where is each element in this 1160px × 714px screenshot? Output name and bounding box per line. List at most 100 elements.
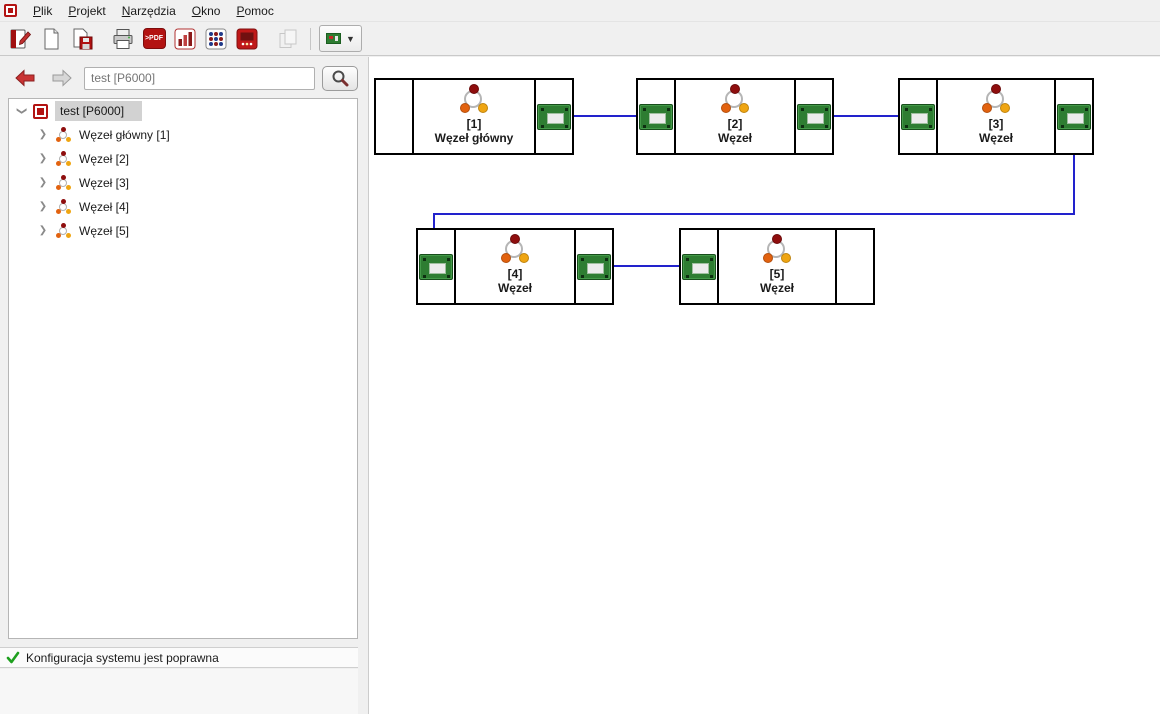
pcb-module-icon [901, 103, 935, 130]
pcb-module-icon [577, 253, 611, 280]
module-icon [326, 33, 341, 44]
menu-projekt[interactable]: Projekt [68, 3, 106, 18]
diagram-node-4[interactable]: [4] Węzeł [416, 228, 614, 305]
node-ring-icon [55, 151, 72, 167]
node-body: [4] Węzeł [456, 230, 574, 303]
diagram-node-2[interactable]: [2] Węzeł [636, 78, 834, 155]
validation-status-text: Konfiguracja systemu jest poprawna [26, 650, 219, 665]
validation-status-bar: Konfiguracja systemu jest poprawna [0, 647, 358, 668]
sidebar: ❯ test [P6000] ❯ Węzeł główny [1] ❯ Węze… [0, 57, 368, 714]
node-name: Węzeł [978, 131, 1013, 145]
node-ring-icon [456, 84, 492, 117]
report-chart-button[interactable] [171, 25, 199, 53]
project-tree: ❯ test [P6000] ❯ Węzeł główny [1] ❯ Węze… [8, 98, 358, 639]
tree-item-node-1[interactable]: ❯ Węzeł główny [1] [9, 123, 357, 147]
tree-item-node-2[interactable]: ❯ Węzeł [2] [9, 147, 357, 171]
node-port-cell-left [681, 230, 719, 303]
node-ring-icon [759, 234, 795, 267]
node-port-cell-left [376, 80, 414, 153]
chevron-collapsed-icon[interactable]: ❯ [38, 129, 48, 140]
menu-bar: Plik Projekt Narzędzia Okno Pomoc [0, 0, 1160, 22]
node-port-cell-left [418, 230, 456, 303]
search-button[interactable] [322, 65, 358, 91]
search-input[interactable] [84, 66, 315, 90]
node-ring-icon [497, 234, 533, 267]
menu-plik[interactable]: Plik [33, 3, 53, 18]
node-body: [2] Węzeł [676, 80, 794, 153]
tree-item-node-3[interactable]: ❯ Węzeł [3] [9, 171, 357, 195]
topology-canvas[interactable]: [1] Węzeł główny [2] Węzeł [3] Węzeł [4]… [368, 57, 1160, 714]
tree-item-label: Węzeł [2] [79, 152, 130, 166]
node-port-cell-right [835, 230, 873, 303]
node-port-cell-left [900, 80, 938, 153]
node-port-cell-right [1054, 80, 1092, 153]
node-port-cell-right [534, 80, 572, 153]
print-button[interactable] [109, 25, 137, 53]
node-body: [5] Węzeł [719, 230, 835, 303]
connection-line-3-4-drop [433, 213, 435, 228]
new-document-icon [44, 28, 59, 49]
back-button[interactable] [10, 65, 40, 91]
toolbar: >PDF [0, 22, 1160, 56]
chevron-collapsed-icon[interactable]: ❯ [38, 153, 48, 164]
diagram-node-1[interactable]: [1] Węzeł główny [374, 78, 574, 155]
tree-item-node-4[interactable]: ❯ Węzeł [4] [9, 195, 357, 219]
search-icon [332, 70, 349, 87]
report-chart-icon [174, 28, 196, 49]
control-panel-button[interactable] [233, 25, 261, 53]
check-icon [6, 651, 20, 663]
node-ring-icon [55, 199, 72, 215]
diagram-node-3[interactable]: [3] Węzeł [898, 78, 1094, 155]
pcb-module-icon [419, 253, 453, 280]
tree-item-label: Węzeł [4] [79, 200, 130, 214]
node-ring-icon [55, 223, 72, 239]
back-arrow-icon [15, 69, 35, 87]
save-project-button[interactable] [68, 25, 96, 53]
menu-narzedzia[interactable]: Narzędzia [121, 3, 176, 18]
chevron-down-icon: ▼ [346, 33, 355, 44]
copy-icon [279, 29, 297, 48]
new-project-button[interactable] [6, 25, 34, 53]
sidebar-bottom-panel [0, 669, 358, 714]
forward-button[interactable] [47, 65, 77, 91]
menu-okno[interactable]: Okno [191, 3, 221, 18]
copy-button[interactable] [274, 25, 302, 53]
toolbar-separator [310, 27, 311, 50]
chevron-collapsed-icon[interactable]: ❯ [38, 177, 48, 188]
diagram-node-5[interactable]: [5] Węzeł [679, 228, 875, 305]
node-name: Węzeł [717, 131, 752, 145]
tree-root-label: test [P6000] [55, 101, 143, 121]
node-name: Węzeł [497, 281, 532, 295]
export-pdf-button[interactable]: >PDF [140, 25, 168, 53]
node-id: [4] [507, 267, 523, 281]
pcb-module-icon [1057, 103, 1091, 130]
led-matrix-button[interactable] [202, 25, 230, 53]
node-id: [1] [466, 117, 482, 131]
node-ring-icon [55, 175, 72, 191]
control-panel-icon [236, 28, 258, 49]
connection-line-2-3 [834, 115, 898, 117]
node-body: [3] Węzeł [938, 80, 1054, 153]
chevron-expanded-icon[interactable]: ❯ [16, 106, 27, 116]
chevron-collapsed-icon[interactable]: ❯ [38, 225, 48, 236]
tree-item-label: Węzeł główny [1] [79, 128, 170, 142]
module-view-dropdown[interactable]: ▼ [319, 25, 362, 52]
tree-root-row[interactable]: ❯ test [P6000] [9, 99, 357, 123]
node-id: [3] [988, 117, 1004, 131]
node-name: Węzeł główny [434, 131, 514, 145]
node-ring-icon [717, 84, 753, 117]
led-matrix-icon [205, 28, 227, 49]
print-icon [113, 28, 133, 49]
node-id: [5] [769, 267, 785, 281]
tree-item-label: Węzeł [3] [79, 176, 130, 190]
menu-pomoc[interactable]: Pomoc [236, 3, 274, 18]
connection-line-3-4-horizontal [433, 213, 1075, 215]
tree-item-label: Węzeł [5] [79, 224, 130, 238]
pcb-module-icon [797, 103, 831, 130]
chevron-collapsed-icon[interactable]: ❯ [38, 201, 48, 212]
pcb-module-icon [682, 253, 716, 280]
new-document-button[interactable] [37, 25, 65, 53]
pcb-module-icon [639, 103, 673, 130]
forward-arrow-icon [52, 69, 72, 87]
tree-item-node-5[interactable]: ❯ Węzeł [5] [9, 219, 357, 243]
